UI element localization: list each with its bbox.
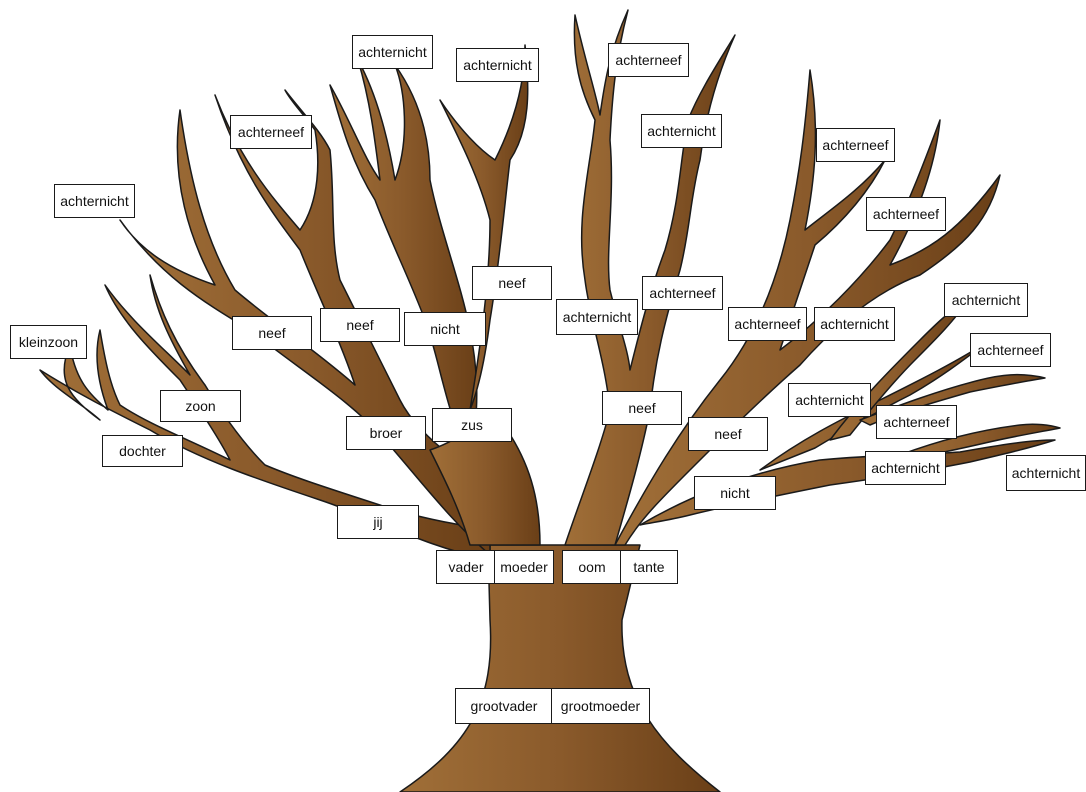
label-achterneef-5: achterneef (642, 276, 723, 310)
label-tante: tante (620, 550, 678, 584)
label-vader: vader (436, 550, 496, 584)
label-achterneef-2: achterneef (608, 43, 689, 77)
label-achternicht-9: achternicht (865, 451, 946, 485)
label-achterneef-3: achterneef (816, 128, 895, 162)
label-grootvader: grootvader (455, 688, 553, 724)
label-nicht-mid: nicht (404, 312, 486, 346)
label-neef-mid: neef (320, 308, 400, 342)
label-neef-top: neef (472, 266, 552, 300)
label-nicht-right: nicht (694, 476, 776, 510)
label-achternicht-5: achternicht (556, 299, 638, 335)
label-zoon: zoon (160, 390, 241, 422)
label-achternicht-6: achternicht (814, 307, 895, 341)
label-zus: zus (432, 408, 512, 442)
label-jij: jij (337, 505, 419, 539)
label-achterneef-4: achterneef (866, 197, 946, 231)
label-achternicht-8: achternicht (788, 383, 871, 417)
label-dochter: dochter (102, 435, 183, 467)
label-achterneef-1: achterneef (230, 115, 312, 149)
label-neef-left: neef (232, 316, 312, 350)
label-achterneef-7: achterneef (970, 333, 1051, 367)
label-achternicht-4: achternicht (641, 114, 722, 148)
label-neef-right-1: neef (602, 391, 682, 425)
label-achterneef-8: achterneef (876, 405, 957, 439)
label-grootmoeder: grootmoeder (551, 688, 650, 724)
label-achternicht-10: achternicht (1006, 455, 1086, 491)
label-kleinzoon: kleinzoon (10, 325, 87, 359)
label-broer: broer (346, 416, 426, 450)
label-achternicht-7: achternicht (944, 283, 1028, 317)
label-neef-right-2: neef (688, 417, 768, 451)
label-moeder: moeder (494, 550, 554, 584)
label-achternicht-2: achternicht (456, 48, 539, 82)
label-achternicht-1: achternicht (352, 35, 433, 69)
label-achterneef-6: achterneef (728, 307, 807, 341)
label-achternicht-3: achternicht (54, 184, 135, 218)
label-oom: oom (562, 550, 622, 584)
